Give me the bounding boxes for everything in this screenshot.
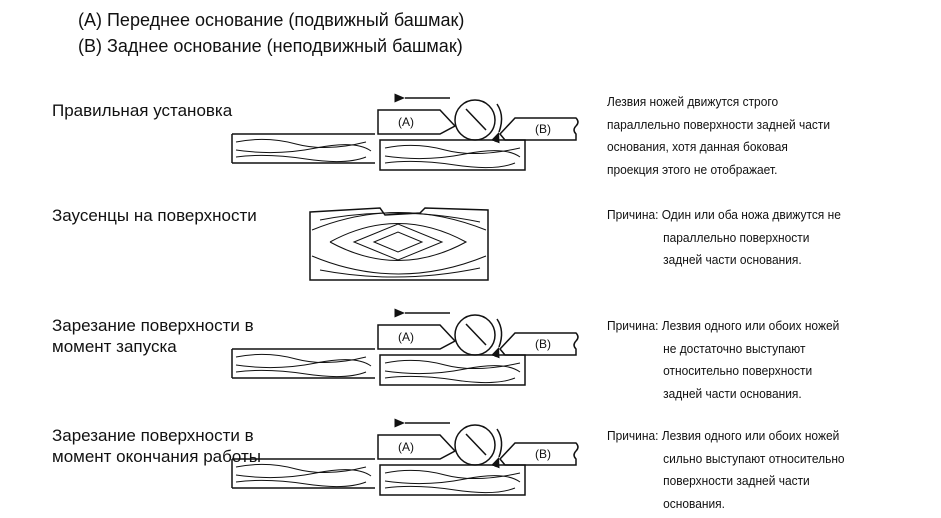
row-title-correct: Правильная установка (52, 101, 233, 120)
cutter-assembly (231, 418, 579, 496)
label-a: (A) (398, 440, 414, 454)
cutter-assembly (231, 93, 579, 171)
cutter-head (454, 99, 496, 141)
cutter-assembly (231, 308, 579, 386)
label-a: (A) (398, 330, 414, 344)
diagram-end-snipe: (A) (B) (231, 418, 579, 496)
front-shoe (377, 324, 457, 350)
label-b: (B) (535, 122, 551, 136)
rear-shoe (498, 442, 579, 466)
label-b: (B) (535, 337, 551, 351)
diagram-correct: (A) (B) (231, 93, 579, 171)
row-title-burrs: Заусенцы на поверхности (52, 206, 257, 225)
diagram-start-snipe: (A) (B) (231, 308, 579, 386)
label-a: (A) (398, 115, 414, 129)
front-shoe (377, 109, 457, 135)
note-start-snipe: Причина: Лезвия одного или обоих ножей н… (607, 318, 840, 401)
front-shoe (377, 434, 457, 460)
label-b: (B) (535, 447, 551, 461)
legend-rear-base: (B) Заднее основание (неподвижный башмак… (78, 36, 463, 56)
note-burrs: Причина: Один или оба ножа движутся не п… (607, 207, 841, 267)
rear-shoe (498, 332, 579, 356)
note-end-snipe: Причина: Лезвия одного или обоих ножей с… (607, 428, 845, 511)
rear-shoe (498, 117, 579, 141)
legend-front-base: (A) Переднее основание (подвижный башмак… (78, 10, 465, 30)
cutter-head (454, 424, 496, 466)
cutter-head (454, 314, 496, 356)
